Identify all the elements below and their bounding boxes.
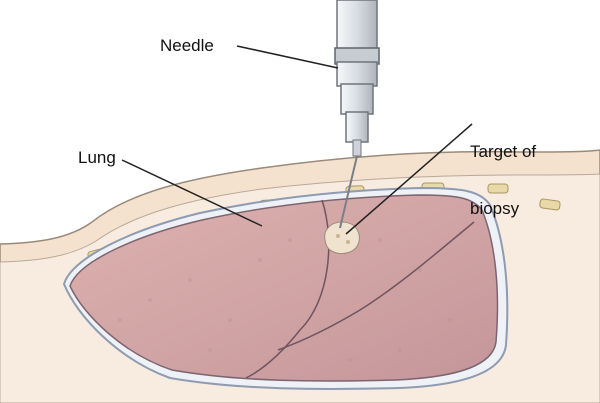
lung-leader-line [121,159,263,227]
needle [334,0,380,229]
needle-label: Needle [160,36,214,55]
target-leader-line [345,123,473,235]
lung-texture [118,238,452,362]
target-label-line1: Target of [470,142,537,161]
lung-fissure-lower [277,221,475,351]
target-label-line2: biopsy [470,199,520,218]
lung-label: Lung [78,148,116,167]
lung-body [69,194,499,382]
target-label: Target of biopsy [470,104,536,256]
needle-leader-line [236,45,339,69]
